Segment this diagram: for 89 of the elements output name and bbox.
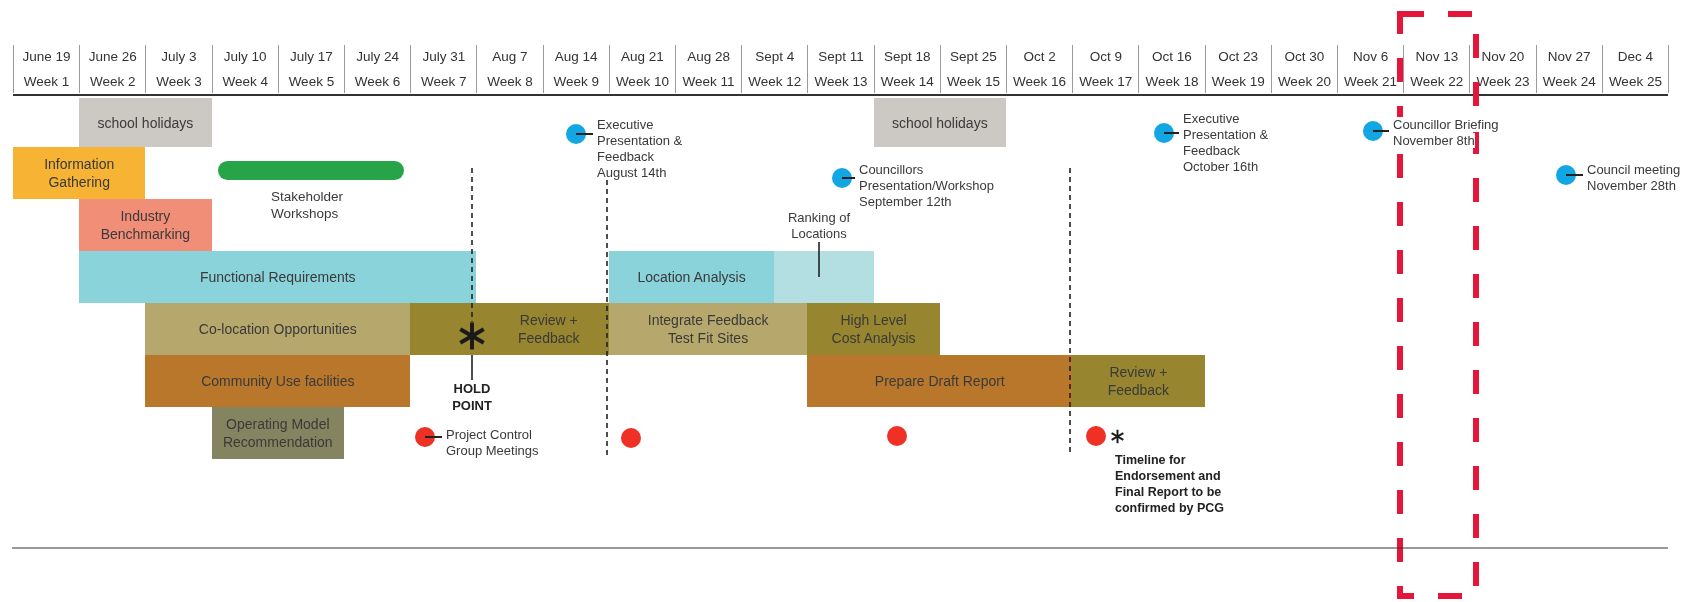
date-label: Oct 30: [1283, 48, 1326, 66]
date-label: July 3: [160, 48, 198, 66]
task-label: school holidays: [890, 113, 989, 132]
date-label: July 24: [355, 48, 400, 66]
task-label: High Level Cost Analysis: [830, 311, 917, 347]
date-label: Aug 14: [553, 48, 599, 66]
week-label: Week 17: [1078, 73, 1134, 91]
task-bar: [79, 251, 477, 303]
task-label: school holidays: [96, 113, 195, 132]
task-label: Information Gathering: [43, 155, 116, 191]
week-label: Week 20: [1276, 73, 1332, 91]
week-label: Week 23: [1475, 73, 1531, 91]
task-bar: [1072, 355, 1205, 407]
task-label: Prepare Draft Report: [873, 372, 1006, 390]
task-bar: [410, 303, 609, 355]
date-label: June 19: [21, 48, 72, 66]
week-label: Week 3: [155, 73, 203, 91]
week-label: Week 15: [945, 73, 1001, 91]
task-label: Integrate Feedback Test Fit Sites: [646, 311, 770, 347]
date-label: June 26: [87, 48, 138, 66]
week-label: Week 11: [681, 73, 736, 91]
holiday-bar: [873, 98, 1006, 147]
date-label: Nov 27: [1546, 48, 1592, 66]
week-label: Week 18: [1144, 73, 1200, 91]
week-label: Week 2: [89, 73, 137, 91]
date-label: Sept 25: [949, 48, 998, 66]
week-label: Week 1: [22, 73, 71, 91]
date-label: Aug 7: [491, 48, 529, 66]
date-label: Oct 23: [1217, 48, 1260, 66]
leader-line: [818, 241, 820, 278]
week-label: Week 7: [420, 73, 468, 91]
date-label: Nov 13: [1414, 48, 1460, 66]
date-label: Nov 20: [1480, 48, 1526, 66]
date-label: July 10: [222, 48, 268, 66]
task-label: Review + Feedback: [1106, 363, 1171, 399]
date-label: Aug 21: [620, 48, 665, 66]
week-label: Week 13: [813, 73, 869, 91]
task-label: Industry Benchmarking: [99, 207, 192, 243]
task-bar: [807, 355, 1073, 407]
milestone-label: Councillors Presentation/Workshop September 12th: [859, 162, 995, 210]
highlight-box: [774, 251, 874, 303]
week-label: Week 14: [879, 73, 935, 91]
date-label: Oct 16: [1151, 48, 1193, 66]
date-label: Oct 2: [1022, 48, 1057, 66]
date-label: Aug 28: [686, 48, 731, 66]
footnote-text: Timeline for Endorsement and Final Report to be confirmed by PCG: [1115, 452, 1226, 516]
annotation-text: Ranking of Locations: [774, 210, 864, 242]
task-bar: [79, 199, 212, 251]
date-label: Sept 18: [882, 48, 932, 66]
task-bar: [13, 147, 146, 199]
date-label: Sept 4: [754, 48, 796, 66]
task-label: Co-location Opportunities: [197, 320, 358, 338]
task-bar: [807, 303, 940, 355]
week-label: Week 21: [1343, 73, 1399, 91]
date-label: July 17: [289, 48, 334, 66]
week-label: Week 22: [1409, 73, 1465, 91]
week-label: Week 10: [614, 73, 670, 91]
week-label: Week 6: [353, 73, 402, 91]
task-label: Operating Model Recommendation: [221, 415, 334, 451]
week-label: Week 16: [1012, 73, 1068, 91]
holiday-bar: [79, 98, 212, 147]
task-label: Community Use facilities: [200, 372, 356, 390]
date-label: Dec 4: [1616, 48, 1655, 66]
date-label: Sept 11: [817, 48, 865, 66]
date-label: Oct 9: [1088, 48, 1123, 66]
task-bar: [608, 251, 775, 303]
task-label: Location Analysis: [636, 268, 747, 286]
leader-line: [471, 354, 473, 381]
week-label: Week 9: [552, 73, 600, 91]
task-bar: [211, 407, 344, 459]
task-label: Functional Requirements: [198, 268, 357, 286]
week-label: Week 25: [1607, 73, 1663, 91]
task-bar: [608, 303, 808, 355]
task-bar: [145, 303, 411, 355]
week-label: Week 24: [1541, 73, 1597, 91]
task-label: Stakeholder Workshops: [271, 188, 345, 222]
milestone-label: Councillor Briefing November 8th: [1393, 117, 1500, 149]
task-label: Review + Feedback: [517, 311, 581, 347]
week-label: Week 19: [1210, 73, 1266, 91]
milestone-label: Project Control Group Meetings: [446, 427, 540, 459]
week-label: Week 8: [486, 73, 534, 91]
milestone-label: Executive Presentation & Feedback August 14th: [597, 117, 684, 181]
week-label: Week 5: [287, 73, 336, 91]
date-label: July 31: [421, 48, 467, 66]
week-label: Week 4: [221, 73, 269, 91]
task-bar: [145, 355, 411, 407]
week-label: Week 12: [747, 73, 803, 91]
hold-point-label: HOLD POINT: [440, 380, 504, 414]
date-label: Nov 6: [1351, 48, 1390, 66]
